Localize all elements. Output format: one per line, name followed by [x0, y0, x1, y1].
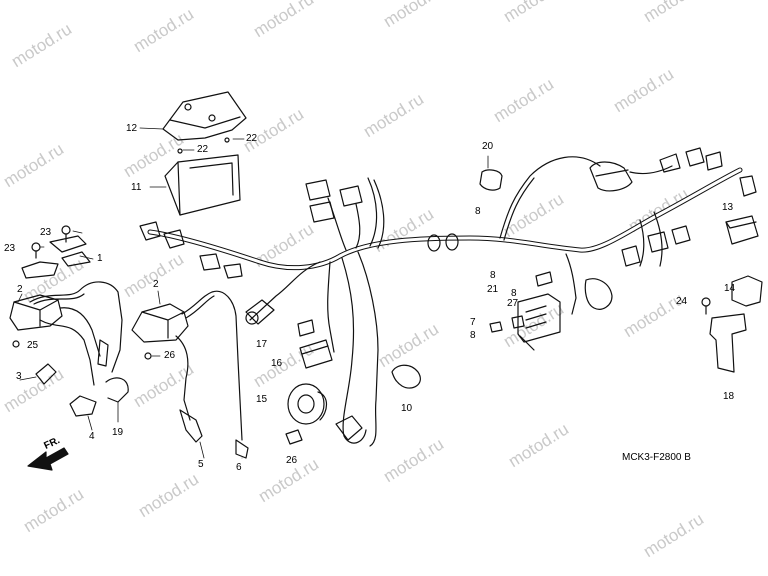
callout-label: 12 — [126, 123, 138, 134]
callout-label: 1 — [97, 253, 103, 264]
callout-label: 7 — [470, 317, 476, 328]
callout-label: 13 — [722, 202, 734, 213]
callout-label: 17 — [256, 339, 268, 350]
callout-label: 18 — [723, 391, 735, 402]
callout-label: 23 — [4, 243, 16, 254]
callout-label: 24 — [676, 296, 688, 307]
callout-label: 22 — [246, 133, 258, 144]
bracket-part — [164, 154, 241, 216]
diagram-code: MCK3-F2800 B — [622, 452, 691, 463]
callout-label: 8 — [511, 288, 517, 299]
callout-label: 8 — [490, 270, 496, 281]
callout-label: 16 — [271, 358, 283, 369]
callout-label: 26 — [164, 350, 176, 361]
callout-label: 19 — [112, 427, 124, 438]
callout-label: 11 — [131, 182, 142, 193]
callout-label: 20 — [482, 141, 494, 152]
callout-label: 27 — [507, 298, 519, 309]
horn — [287, 383, 325, 425]
callout-label: 26 — [286, 455, 298, 466]
callout-label: 14 — [724, 283, 736, 294]
callout-label: 22 — [197, 144, 209, 155]
callout-label: 21 — [487, 284, 499, 295]
callout-label: 6 — [236, 462, 242, 473]
callout-label: 2 — [153, 279, 159, 290]
front-arrow — [27, 447, 69, 471]
callout-label: 3 — [16, 371, 22, 382]
callout-label: 23 — [40, 227, 52, 238]
callout-label: 25 — [27, 340, 39, 351]
callout-label: 15 — [256, 394, 268, 405]
callout-label: 8 — [470, 330, 476, 341]
callout-label: 8 — [475, 206, 481, 217]
callout-label: 10 — [401, 403, 413, 414]
callout-label: 5 — [198, 459, 204, 470]
cover-part — [162, 91, 247, 141]
callout-label: 4 — [89, 431, 95, 442]
callout-label: 2 — [17, 284, 23, 295]
ignition-coil — [131, 303, 189, 343]
